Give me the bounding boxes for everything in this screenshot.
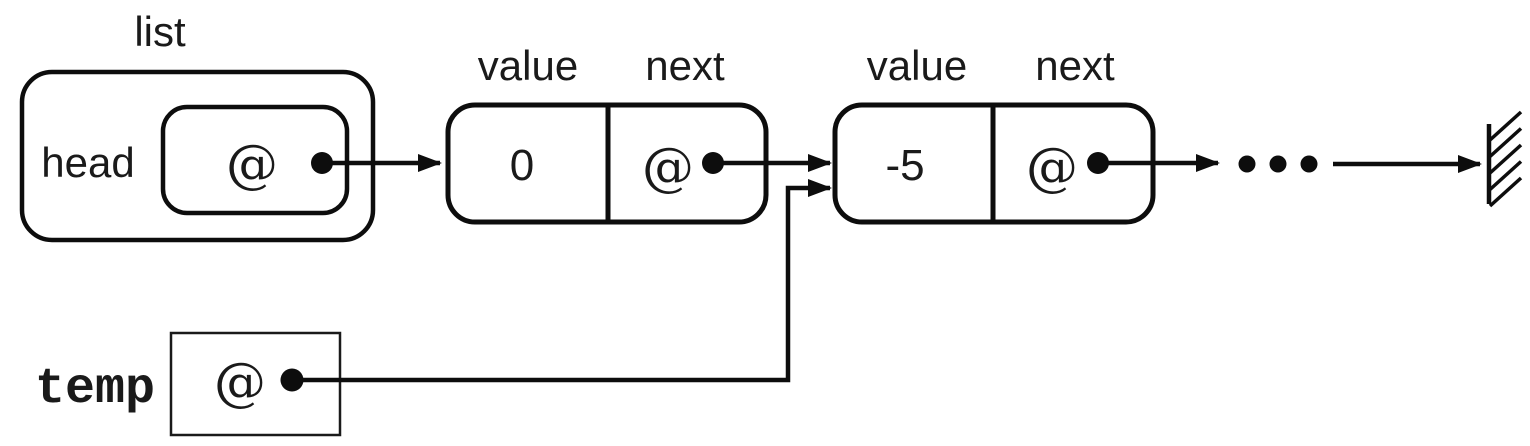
node2-pointer-dot-icon xyxy=(1087,152,1109,174)
ellipsis-dot xyxy=(1269,155,1287,173)
null-terminator-ground-hatch-icon xyxy=(1486,110,1523,208)
ground-hatch-line xyxy=(1488,110,1523,142)
head-pointer-box xyxy=(160,104,350,216)
node2-next-column-label: next xyxy=(1035,42,1115,89)
node2-next-at: @ xyxy=(1026,138,1078,198)
ellipsis-icon xyxy=(1238,155,1318,173)
head-pointer-at: @ xyxy=(226,135,278,195)
node1-next-at: @ xyxy=(642,138,694,198)
head-field-label: head xyxy=(41,139,134,186)
node2-value: -5 xyxy=(885,141,924,190)
ground-hatch-line xyxy=(1488,143,1523,175)
ground-hatch-line xyxy=(1488,176,1523,208)
temp-to-node2-arrow-icon xyxy=(300,179,832,383)
list-title: list xyxy=(134,8,186,55)
list-outer-box xyxy=(19,69,376,243)
node1-pointer-dot-icon xyxy=(702,152,724,174)
ground-hatch-line xyxy=(1488,160,1523,191)
temp-label: temp xyxy=(35,361,155,418)
ellipsis-dot xyxy=(1300,155,1318,173)
head-pointer-dot-icon xyxy=(311,152,333,174)
node1-value-column-label: value xyxy=(478,42,578,89)
temp-pointer-dot-icon xyxy=(280,368,304,392)
temp-variable: temp @ xyxy=(35,179,832,437)
node-1: value next 0 @ xyxy=(445,42,832,225)
list-variable: list head @ xyxy=(19,8,442,243)
node1-value: 0 xyxy=(510,141,534,190)
temp-pointer-box xyxy=(169,331,342,437)
ellipsis-dot xyxy=(1238,155,1256,173)
node1-next-column-label: next xyxy=(645,42,725,89)
temp-pointer-at: @ xyxy=(214,353,266,413)
node2-value-column-label: value xyxy=(867,42,967,89)
node-2: value next -5 @ xyxy=(832,42,1220,225)
ground-hatch-line xyxy=(1488,127,1523,158)
